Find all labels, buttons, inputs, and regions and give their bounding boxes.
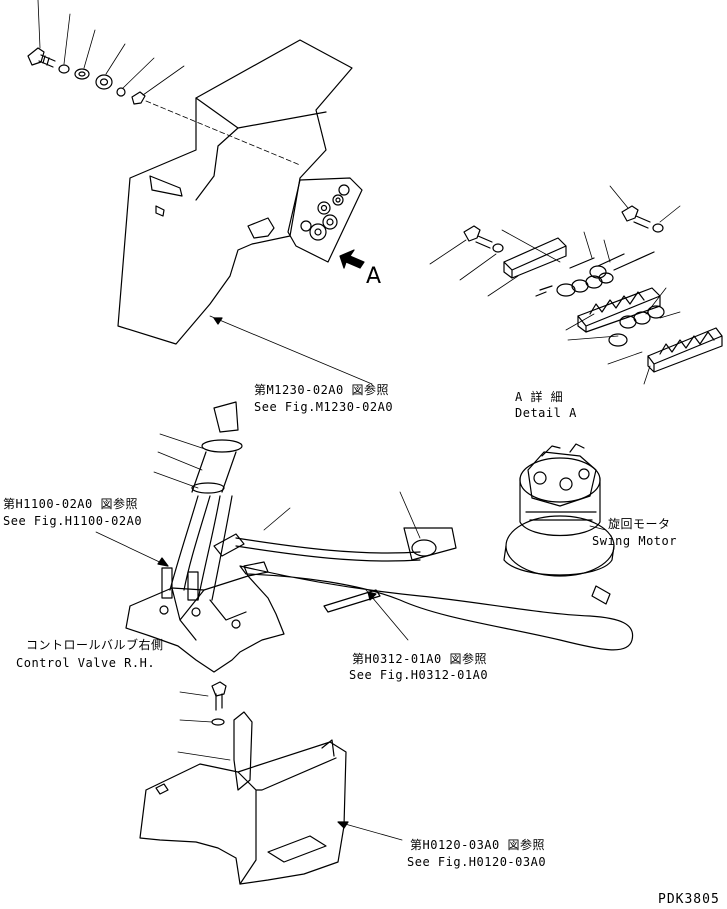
detail-a-en: Detail A bbox=[515, 406, 577, 420]
ref-h0120-jp: 第H0120-03A0 図参照 bbox=[410, 838, 545, 852]
hoses-and-pipes bbox=[153, 401, 634, 651]
view-arrow-label: A bbox=[366, 264, 382, 289]
ref-h0312-jp: 第H0312-01A0 図参照 bbox=[352, 652, 487, 666]
control-valve-jp: コントロールバルブ右側 bbox=[26, 638, 164, 652]
ref-h1100-en: See Fig.H1100-02A0 bbox=[3, 514, 143, 528]
swing-motor-en: Swing Motor bbox=[592, 534, 677, 548]
ref-m1230-en: See Fig.M1230-02A0 bbox=[254, 400, 394, 414]
swing-motor-jp: 旋回モータ bbox=[608, 517, 671, 531]
detail-a-jp: A 詳 細 bbox=[515, 390, 564, 404]
detail-a-parts bbox=[429, 185, 723, 385]
bracket-and-cover bbox=[139, 681, 403, 885]
ref-h0312-en: See Fig.H0312-01A0 bbox=[349, 668, 489, 682]
fastener-stack-top bbox=[27, 0, 301, 166]
ref-h1100-jp: 第H1100-02A0 図参照 bbox=[3, 497, 138, 511]
swing-motor bbox=[503, 443, 615, 577]
drawing-code: PDK3805 bbox=[658, 892, 720, 907]
control-valve-en: Control Valve R.H. bbox=[16, 656, 156, 670]
cover-housing bbox=[117, 39, 373, 385]
control-valve-rh bbox=[95, 531, 285, 673]
ref-h0120-en: See Fig.H0120-03A0 bbox=[407, 855, 547, 869]
ref-m1230-jp: 第M1230-02A0 図参照 bbox=[254, 383, 389, 397]
